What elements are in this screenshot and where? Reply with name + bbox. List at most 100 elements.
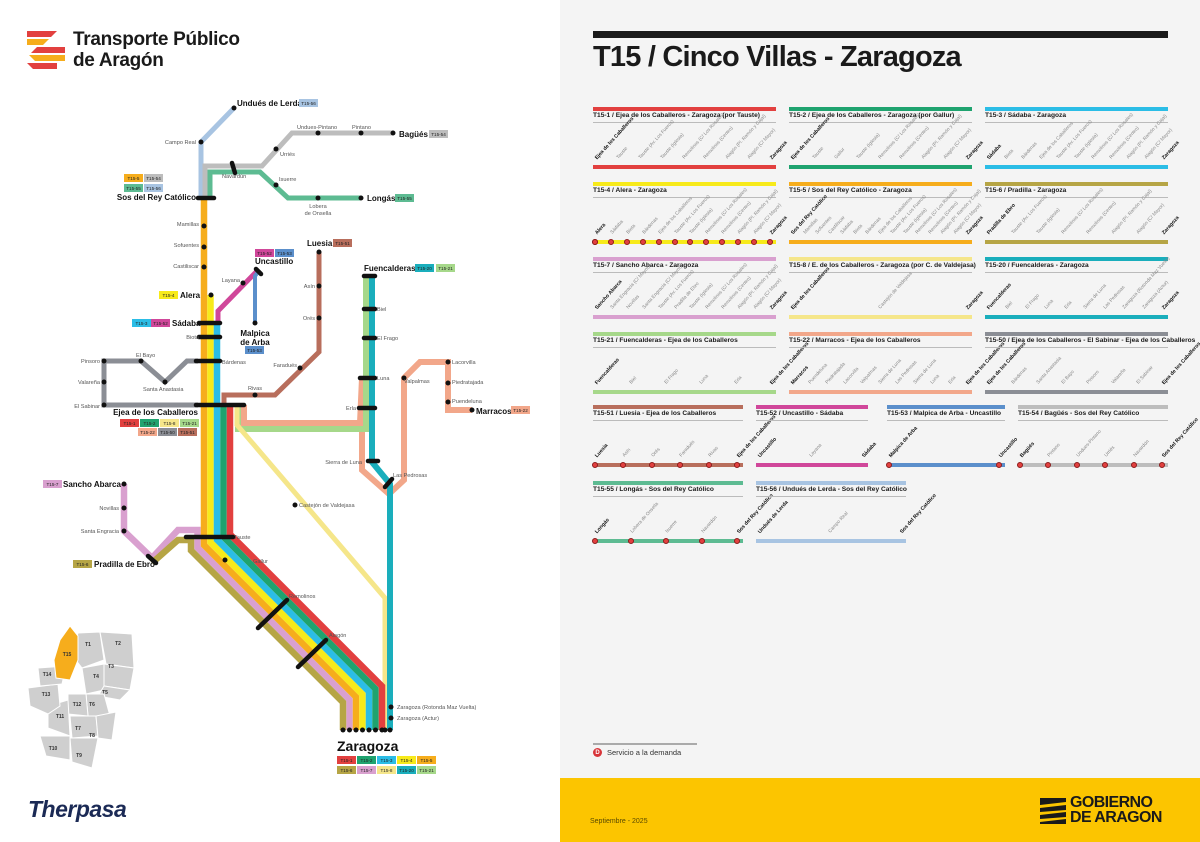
station-label-fuencalderas: Fuencalderas [364,264,416,273]
region-label: T10 [49,746,58,752]
route-badge-bg [144,174,163,182]
demand-stop-marker [705,462,712,468]
station-label-zgz-rotonda: Zaragoza (Rotonda Maz Vuelta) [397,705,477,711]
route-color-bar [789,182,972,186]
route-card-t15-50: T15-50 / Ejea de los Caballeros - El Sab… [985,332,1200,396]
station-label-biota: Biota [186,335,200,341]
route-badge-label: T15-6 [76,562,88,567]
stop-label: Bárdenas [641,216,660,236]
demand-stop-marker [719,239,726,245]
route-badge-bg [417,756,436,764]
station-label-tauste: Tauste [234,535,250,541]
route-badge-label: T15-21 [438,266,453,271]
stop-label: Urriés [1104,445,1117,459]
brand-logo: Transporte Público de Aragón [27,29,240,71]
route-line [593,390,776,394]
stop-label: Longás [594,517,611,536]
route-t15-7-line [120,484,353,730]
station-dot [366,727,372,733]
route-badge-label: T15-1 [340,758,352,763]
station-label-undues-lerda: Undués de Lerda [237,99,302,108]
demand-stop-marker [767,239,773,245]
stop-label: Gallur [833,147,847,161]
route-line [593,240,776,244]
station-label-navardun: Navardún [222,174,246,180]
route-badge-bg [511,406,530,414]
route-badge-label: T15-2 [360,758,372,763]
stop-label: Remolinos (C/ Los Rosales) [1061,187,1105,236]
station-marker [295,637,329,670]
route-card-t15-6: T15-6 / Pradilla - Zaragoza Pradilla de … [985,182,1181,246]
stop-label: Zaragoza [965,140,985,162]
route-line [756,463,868,467]
route-badge-t15-1: T15-1 [337,756,356,764]
stop-label: Biota [625,223,637,236]
stop-label: Zaragoza [769,140,789,162]
station-dot [273,182,279,188]
station-label-alagon: Alagón [329,633,346,639]
stop-label: Isuerre [665,519,679,535]
route-badge-t15-20: T15-20 [397,766,416,774]
demand-stop-marker [703,239,710,245]
station-label-el-bayo: El Bayo [136,353,155,359]
route-title: T15-2 / Ejea de los Caballeros - Zaragoz… [789,112,955,119]
region-t8 [95,711,117,741]
station-dot [469,407,475,413]
route-color-bar [756,481,906,485]
station-dot [340,727,346,733]
route-badge-t15-56: T15-56 [299,99,318,107]
stop-label: Undues-Pintano [1075,429,1103,459]
demand-stop-marker [996,462,1002,468]
stop-label: Erla [734,375,744,386]
title-rule [593,347,776,348]
station-dot [360,727,365,733]
stop-label: Fuencalderas [594,357,621,387]
route-line [593,165,776,169]
stop-label: Sádaba [609,219,625,236]
stop-label: Valpalmas [860,365,879,386]
region-label: T6 [89,702,95,708]
station-label-longas: Longás [367,194,396,203]
route-t15-53-line [253,270,260,323]
station-dot [390,130,396,136]
route-badge-bg [160,419,179,427]
route-badge-bg [337,756,356,764]
route-t15-6-line [149,536,347,730]
route-badge-bg [124,174,143,182]
route-badge-bg [138,428,157,436]
station-dot [101,402,107,408]
station-label-luesia: Luesia [307,239,333,248]
stop-label: Santa Anastasia [1036,356,1063,386]
route-badge-bg [357,756,376,764]
route-badge-bg [245,346,264,354]
station-label-rivas: Rivas [248,386,262,392]
route-color-bar [593,405,743,409]
station-dot [358,195,364,201]
route-badge-bg [397,756,416,764]
route-badge-label: T15-7 [360,768,372,773]
station-dot [292,502,298,508]
demand-stop-marker [592,462,598,468]
station-label-lacorvilla: Lacorvilla [452,360,477,366]
stop-label: Biota [1003,148,1015,161]
station-label-ores: Orés [303,316,315,322]
route-color-bar [756,405,868,409]
stop-label: Pintano [1047,442,1063,459]
route-badge-bg [397,766,416,774]
demand-stop-marker [648,462,655,468]
station-label-sancho: Sancho Abarca [63,480,121,489]
title-rule [985,347,1168,348]
region-label: T7 [75,726,81,732]
route-badge-bg [43,480,62,488]
stop-label: Remolinos (C/ Los Rosales) [877,112,922,161]
route-badge-bg [377,766,396,774]
route-color-bar [593,257,776,261]
route-color-bar [789,332,972,336]
station-label-remolinos: Remolinos [289,594,316,600]
title-rule [789,197,972,198]
stop-label: Sádaba [861,441,878,460]
station-label-pintano: Pintano [352,125,371,131]
station-label-urries: Urriés [280,152,295,158]
title-rule [593,272,776,273]
stop-label: Tauste (Iglesia) [1036,207,1062,236]
